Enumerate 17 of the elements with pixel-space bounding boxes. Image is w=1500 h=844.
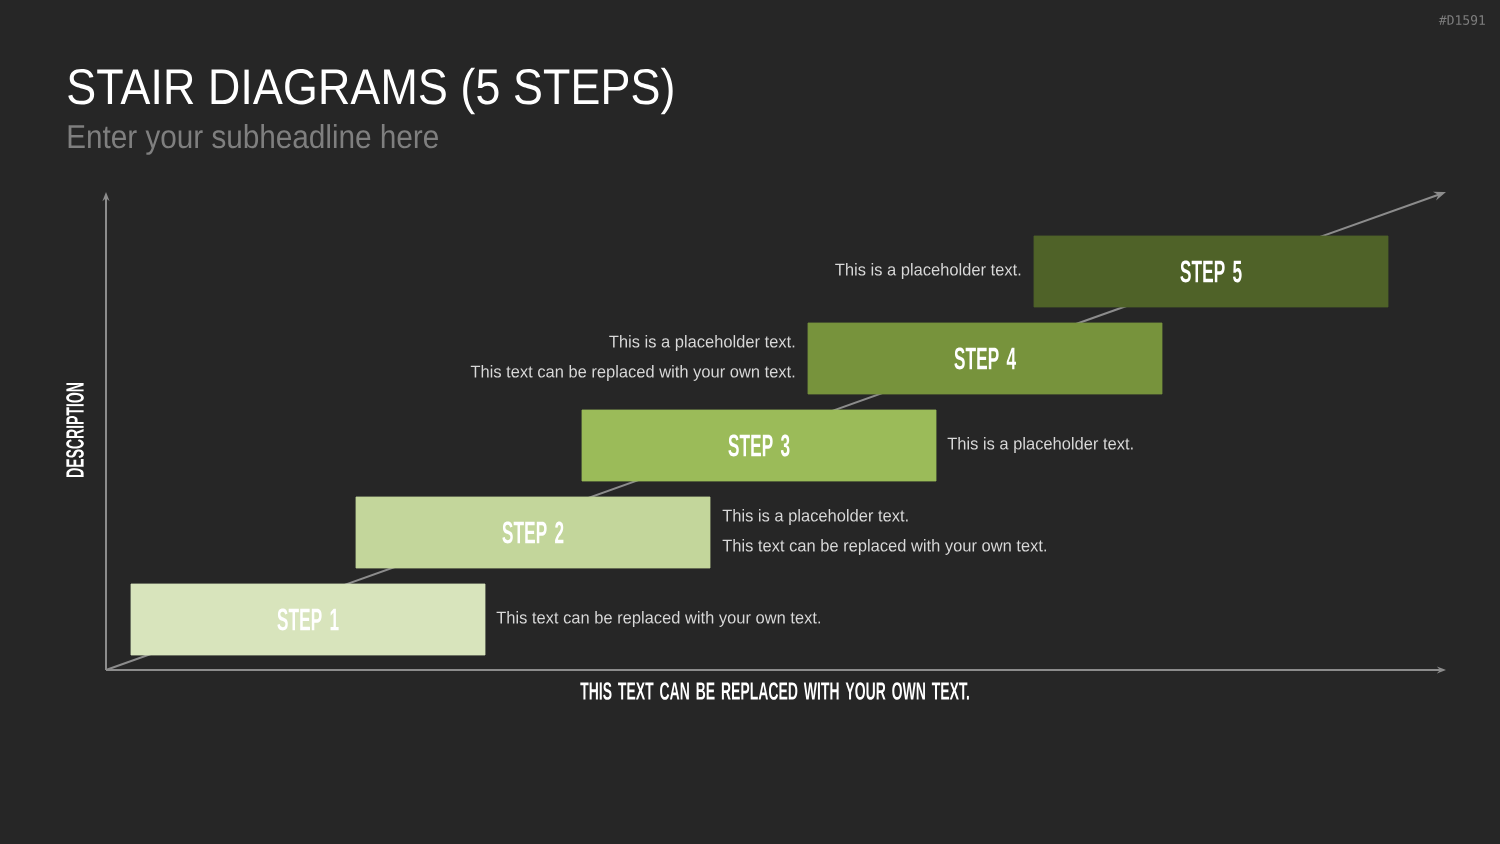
description-text: This text can be replaced with your own text.: [470, 365, 795, 381]
description-text: This is a placeholder text.: [722, 509, 908, 525]
description-text: This is a placeholder text.: [609, 335, 795, 351]
axis-label: THIS TEXT CAN BE REPLACED WITH YOUR OWN TEXT.: [580, 682, 969, 700]
step-box: STEP 1: [130, 583, 486, 656]
description-text: This text can be replaced with your own text.: [722, 539, 1047, 555]
step-box: STEP 2: [355, 496, 711, 569]
subtitle: Enter your subheadline here: [68, 124, 438, 155]
description-text: This is a placeholder text.: [835, 263, 1021, 279]
step-box: STEP 3: [581, 409, 937, 482]
step-box: STEP 5: [1033, 235, 1389, 308]
step-box: STEP 4: [807, 322, 1163, 395]
axis-label: DESCRIPTION: [66, 383, 84, 477]
description-text: This is a placeholder text.: [947, 437, 1133, 453]
slide-id: #D1591: [1438, 15, 1485, 25]
slide-title: STAIR DIAGRAMS (5 STEPS): [68, 67, 673, 115]
description-text: This text can be replaced with your own text.: [496, 611, 821, 627]
